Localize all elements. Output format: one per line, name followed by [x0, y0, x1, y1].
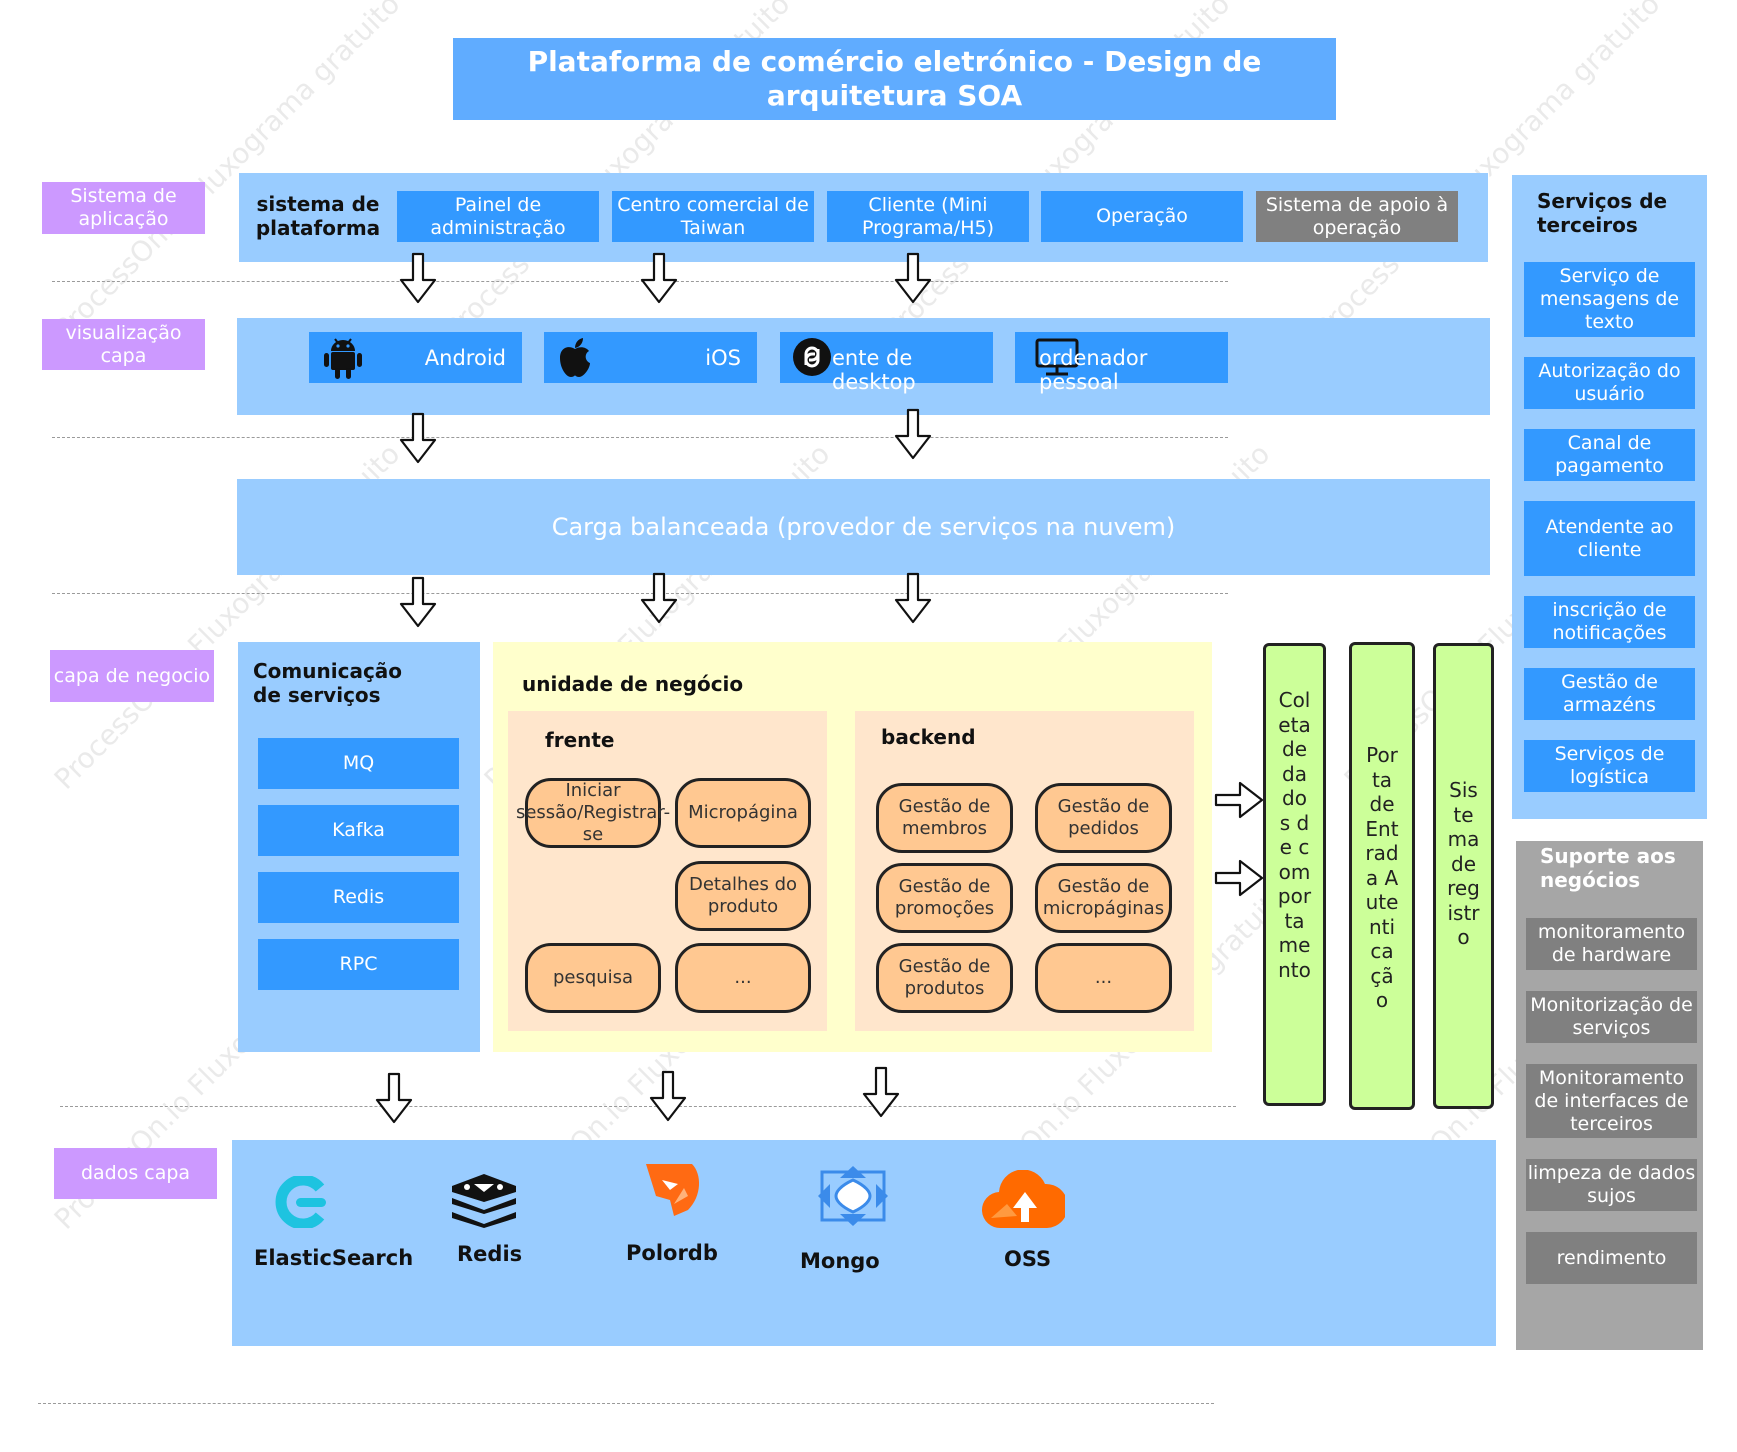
platform-item-mall[interactable]: Centro comercial de Taiwan: [612, 191, 814, 242]
down-arrow: [375, 1072, 413, 1124]
db-label: OSS: [1004, 1247, 1052, 1271]
oss-icon: [981, 1170, 1065, 1229]
db-oss[interactable]: OSS: [975, 1160, 1085, 1271]
android-icon: [324, 338, 362, 379]
db-label: Redis: [457, 1242, 523, 1266]
redis-icon: [452, 1174, 516, 1228]
front-item-more[interactable]: ...: [675, 943, 811, 1013]
layer-label-data: dados capa: [54, 1148, 217, 1199]
down-arrow: [399, 252, 437, 304]
down-arrow: [894, 252, 932, 304]
business-support-title: Suporte aos negócios: [1540, 844, 1676, 892]
platform-item-client[interactable]: Cliente (Mini Programa/H5): [827, 191, 1029, 242]
back-item-members[interactable]: Gestão de membros: [876, 783, 1013, 853]
comm-item-kafka[interactable]: Kafka: [258, 805, 459, 856]
page-title: Plataforma de comércio eletrónico - Desi…: [453, 38, 1336, 120]
down-arrow: [640, 252, 678, 304]
db-polardb[interactable]: Polordb: [615, 1160, 725, 1270]
back-item-more[interactable]: ...: [1035, 943, 1172, 1013]
down-arrow: [399, 576, 437, 628]
db-mongo[interactable]: Mongo: [790, 1160, 900, 1273]
db-label: Mongo: [800, 1249, 880, 1273]
layer-separator: [52, 281, 1228, 282]
support-performance[interactable]: rendimento: [1526, 1232, 1697, 1284]
client-pc[interactable]: ordenador pessoal: [1015, 332, 1228, 394]
db-elasticsearch[interactable]: ElasticSearch: [250, 1170, 413, 1280]
client-label: ordenador pessoal: [1039, 346, 1148, 394]
load-balancer-band: Carga balanceada (provedor de serviços n…: [237, 479, 1490, 575]
support-dirty-data-cleanup[interactable]: limpeza de dados sujos: [1526, 1159, 1697, 1211]
layer-separator: [52, 593, 1228, 594]
db-label: ElasticSearch: [254, 1246, 414, 1270]
support-third-party-interface-monitoring[interactable]: Monitoramento de interfaces de terceiros: [1526, 1064, 1697, 1138]
front-item-search[interactable]: pesquisa: [525, 943, 661, 1013]
elasticsearch-icon: [275, 1176, 326, 1228]
third-party-title: Serviços de terceiros: [1537, 189, 1668, 237]
comm-item-redis[interactable]: Redis: [258, 872, 459, 923]
support-hardware-monitoring[interactable]: monitoramento de hardware: [1526, 918, 1697, 970]
layer-label-application: Sistema de aplicação: [42, 182, 205, 234]
client-label: iOS: [705, 346, 741, 370]
polardb-icon: [646, 1164, 700, 1216]
db-redis[interactable]: Redis: [440, 1168, 550, 1278]
frontend-title: frente: [545, 728, 615, 752]
layer-separator: [60, 1106, 1236, 1107]
third-party-payment[interactable]: Canal de pagamento: [1524, 429, 1695, 481]
third-party-sms[interactable]: Serviço de mensagens de texto: [1524, 262, 1695, 337]
apple-icon: [560, 338, 590, 377]
monitor-icon: [1035, 338, 1079, 376]
third-party-logistics[interactable]: Serviços de logística: [1524, 740, 1695, 792]
platform-item-support[interactable]: Sistema de apoio à operação: [1256, 191, 1458, 242]
down-arrow: [894, 408, 932, 460]
right-arrow: [1214, 781, 1264, 819]
front-item-login[interactable]: Iniciar sessão/Registrar-se: [516, 778, 670, 848]
comm-item-mq[interactable]: MQ: [258, 738, 459, 789]
authentication-gateway-bar[interactable]: Porta de Entrada Autenticação: [1349, 642, 1415, 1110]
mongo-icon: [818, 1166, 888, 1226]
back-item-products[interactable]: Gestão de produtos: [876, 943, 1013, 1013]
desktop-client-icon: [793, 338, 831, 376]
db-label: Polordb: [626, 1241, 718, 1265]
support-service-monitoring[interactable]: Monitorização de serviços: [1526, 991, 1697, 1043]
layer-separator: [38, 1403, 1214, 1404]
down-arrow: [862, 1066, 900, 1118]
client-desktop[interactable]: ente de desktop: [780, 332, 993, 394]
down-arrow: [399, 412, 437, 464]
service-communication-title: Comunicação de serviços: [253, 659, 403, 707]
down-arrow: [640, 572, 678, 624]
backend-title: backend: [881, 725, 976, 749]
back-item-orders[interactable]: Gestão de pedidos: [1035, 783, 1172, 853]
third-party-user-auth[interactable]: Autorização do usuário: [1524, 357, 1695, 409]
down-arrow: [894, 572, 932, 624]
behavior-data-collection-bar[interactable]: Coleta de dados de comportamento: [1263, 643, 1326, 1106]
data-band: [232, 1140, 1496, 1346]
back-item-promotions[interactable]: Gestão de promoções: [876, 863, 1013, 933]
business-unit-title: unidade de negócio: [522, 672, 744, 696]
client-android[interactable]: Android: [309, 332, 522, 383]
logging-system-bar[interactable]: Sistema de registro: [1433, 643, 1494, 1109]
client-label: ente de desktop: [832, 346, 916, 394]
third-party-warehouse[interactable]: Gestão de armazéns: [1524, 668, 1695, 720]
back-item-micropages[interactable]: Gestão de micropáginas: [1035, 863, 1172, 933]
front-item-product-details[interactable]: Detalhes do produto: [675, 861, 811, 931]
third-party-customer-service[interactable]: Atendente ao cliente: [1524, 501, 1695, 576]
right-arrow: [1214, 859, 1264, 897]
layer-separator: [52, 437, 1228, 438]
third-party-notifications[interactable]: inscrição de notificações: [1524, 596, 1695, 648]
client-ios[interactable]: iOS: [544, 332, 757, 383]
layer-label-view: visualização capa: [42, 319, 205, 370]
platform-item-operation[interactable]: Operação: [1041, 191, 1243, 242]
client-label: Android: [424, 346, 506, 370]
platform-heading: sistema de plataforma: [255, 192, 381, 240]
layer-label-business: capa de negocio: [50, 650, 214, 702]
platform-item-admin[interactable]: Painel de administração: [397, 191, 599, 242]
comm-item-rpc[interactable]: RPC: [258, 939, 459, 990]
front-item-micropage[interactable]: Micropágina: [675, 778, 811, 848]
down-arrow: [649, 1070, 687, 1122]
